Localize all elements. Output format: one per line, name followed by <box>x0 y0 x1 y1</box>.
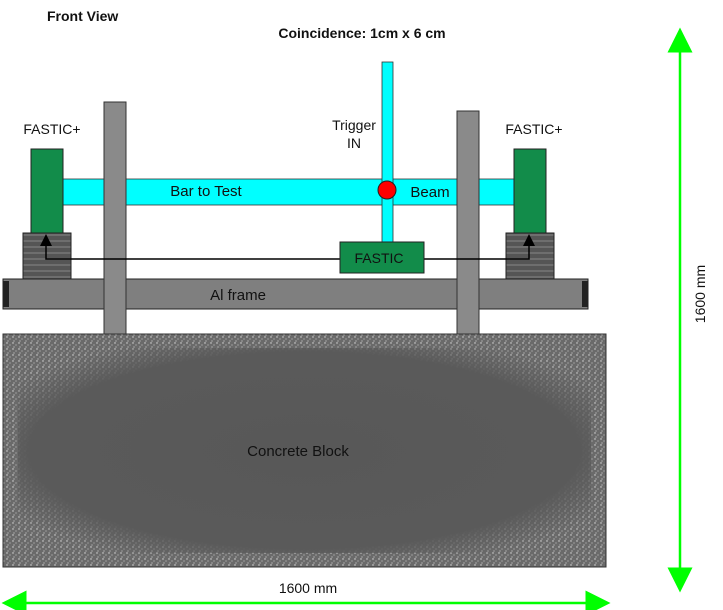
trigger-label-line2: IN <box>347 135 361 151</box>
bar-to-test-label: Bar to Test <box>170 183 242 200</box>
right-base-block <box>505 232 555 280</box>
left-post <box>103 101 127 335</box>
fastic-box: FASTIC <box>339 241 425 274</box>
fastic-plus-left-label: FASTIC+ <box>23 121 80 137</box>
al-frame: Al frame <box>2 278 589 310</box>
beam-dot <box>377 180 397 200</box>
view-title: Front View <box>47 8 118 24</box>
bar-to-test: Bar to Test <box>61 178 518 206</box>
coincidence-label: Coincidence: 1cm x 6 cm <box>278 25 445 41</box>
width-dimension-label: 1600 mm <box>279 580 337 596</box>
beam-label: Beam <box>410 184 449 201</box>
left-base-block <box>22 232 72 280</box>
concrete-block: Concrete Block <box>2 333 607 568</box>
trigger-label-line1: Trigger <box>332 117 376 133</box>
fastic-plus-left <box>30 148 64 234</box>
signal-wire <box>40 234 535 260</box>
trigger-bar <box>381 61 394 243</box>
fastic-plus-right-label: FASTIC+ <box>505 121 562 137</box>
fastic-plus-right <box>513 148 547 234</box>
al-frame-label: Al frame <box>210 287 266 304</box>
fastic-label: FASTIC <box>354 250 403 266</box>
height-dimension-label: 1600 mm <box>692 265 708 323</box>
right-post <box>456 110 480 335</box>
concrete-block-label: Concrete Block <box>247 443 349 460</box>
